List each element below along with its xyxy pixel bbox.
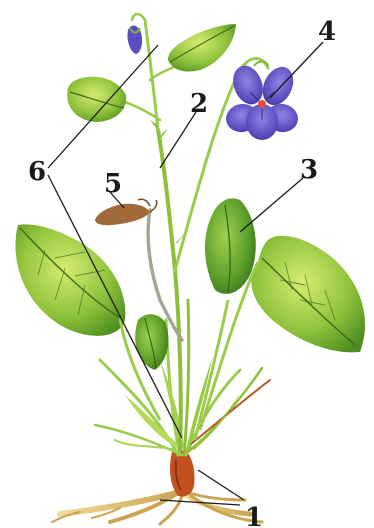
label-4: 4 [318, 17, 336, 47]
rhizome [170, 450, 195, 497]
label-5: 5 [104, 169, 122, 199]
violet-flower [224, 61, 300, 140]
roots [52, 492, 262, 524]
leader-6-top [48, 45, 158, 168]
flower-bud [127, 26, 142, 55]
label-6: 6 [28, 157, 46, 187]
leaf-top [168, 24, 236, 72]
bracts [150, 120, 186, 245]
leader-3 [240, 178, 303, 232]
label-3: 3 [300, 155, 318, 185]
leader-2 [160, 112, 196, 168]
label-2: 2 [190, 89, 208, 119]
leaf-lower-left [135, 314, 168, 370]
label-1: 1 [245, 503, 263, 528]
leaf-upper-left [67, 77, 126, 122]
leaf-right-middle [195, 198, 256, 440]
